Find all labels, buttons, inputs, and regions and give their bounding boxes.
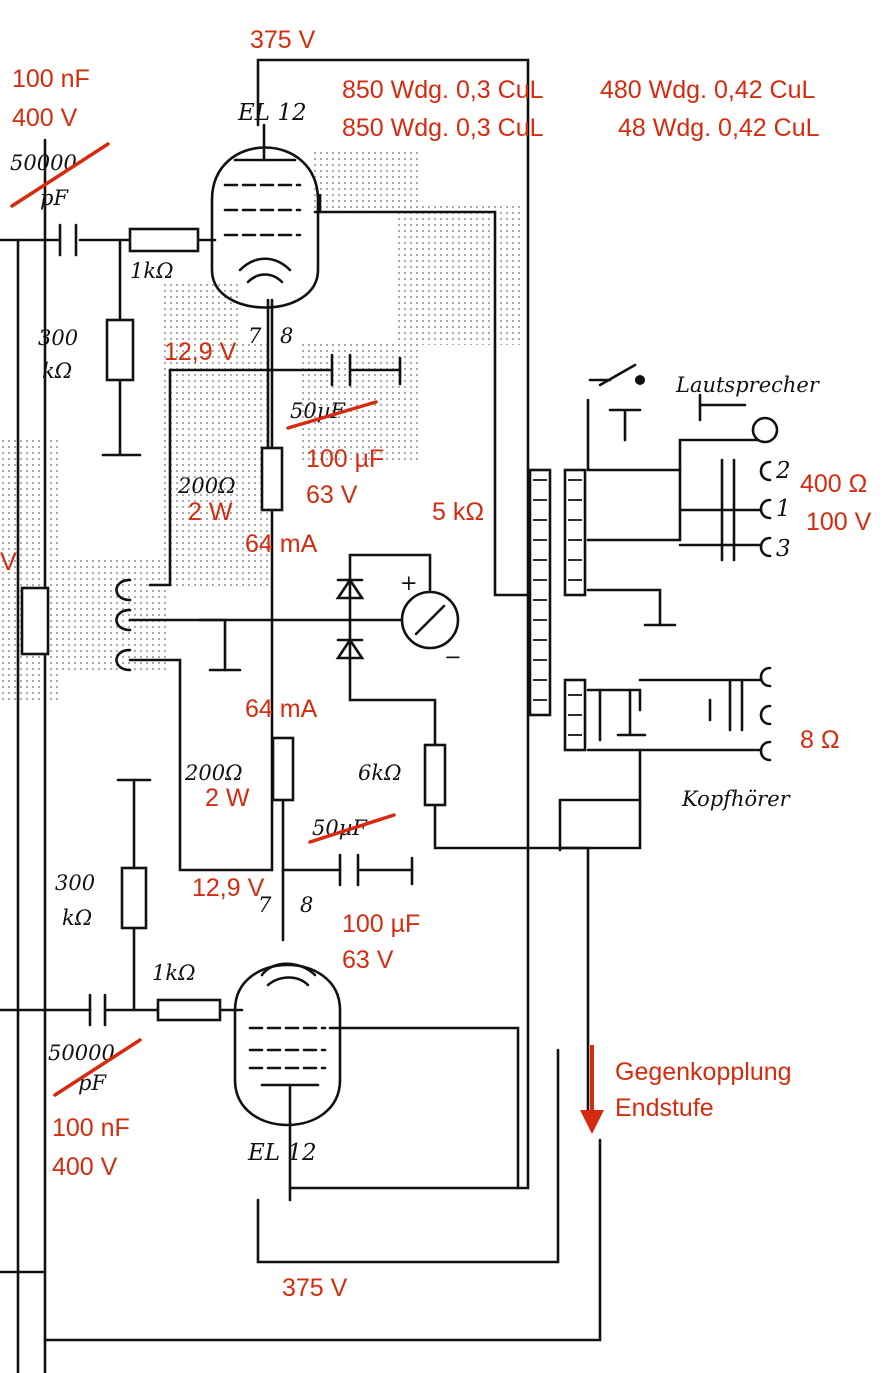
- annotation-cap-bottom-voltage: 400 V: [52, 1153, 118, 1181]
- cap-top-original-unit: pF: [40, 186, 69, 210]
- grid-resistor-bottom: [156, 998, 222, 1022]
- annotation-feedback-line-1: Gegenkopplung: [615, 1058, 792, 1086]
- annotation-elko-bottom-value: 100 µF: [342, 910, 420, 938]
- pin-8-bottom: 8: [300, 893, 313, 917]
- annotation-elko-top-value: 100 µF: [306, 445, 384, 473]
- svg-text:−: −: [444, 645, 462, 669]
- annotation-winding-3: 480 Wdg. 0,42 CuL: [600, 76, 816, 104]
- tube-el12-bottom: [233, 962, 342, 1202]
- tap-3-label: 3: [776, 536, 791, 562]
- leak-resistor-bottom: [120, 866, 148, 930]
- annotation-cathode-voltage-top: 12,9 V: [164, 338, 237, 366]
- pin-7-top: 7: [248, 324, 262, 348]
- cathode-resistor-bottom-label: 200Ω: [184, 761, 243, 785]
- cap-bottom-original-value: 50000: [48, 1041, 115, 1065]
- leak-bottom-label-b: kΩ: [62, 906, 92, 930]
- headphones-label: Kopfhörer: [681, 787, 792, 811]
- meter-icon: + −: [400, 571, 462, 669]
- annotation-impedance-primary: 5 kΩ: [432, 498, 484, 526]
- cathode-resistor-bottom: [271, 736, 295, 802]
- annotation-top-supply: 375 V: [250, 26, 316, 54]
- coupling-capacitor-bottom: [88, 993, 107, 1027]
- electrolytic-capacitor-top: [330, 353, 352, 387]
- speaker-taps: [720, 458, 772, 562]
- annotation-current-bottom: 64 mA: [245, 695, 318, 723]
- annotation-elko-bottom-voltage: 63 V: [342, 946, 394, 974]
- annotation-winding-1: 850 Wdg. 0,3 CuL: [342, 76, 544, 104]
- tube-top-label: EL 12: [237, 100, 307, 126]
- tap-2-label: 2: [775, 458, 791, 484]
- left-resistor: [20, 586, 50, 656]
- cathode-resistor-top-label: 200Ω: [177, 474, 236, 498]
- speaker-label: Lautsprecher: [675, 373, 821, 397]
- strike-cap-bottom: [53, 1038, 142, 1097]
- annotation-cap-top-voltage: 400 V: [12, 104, 78, 132]
- leak-top-label-b: kΩ: [42, 359, 72, 383]
- annotation-speaker-impedance: 400 Ω: [800, 470, 867, 498]
- meter-resistor-label: 6kΩ: [358, 761, 402, 785]
- annotation-res-top-power: 2 W: [188, 498, 233, 526]
- annotation-speaker-voltage: 100 V: [806, 508, 872, 536]
- input-transformer-winding: [115, 578, 132, 672]
- headphone-taps: [598, 666, 772, 762]
- annotation-cap-bottom-value: 100 nF: [52, 1114, 130, 1142]
- pin-8-top: 8: [280, 324, 293, 348]
- svg-text:+: +: [400, 571, 418, 595]
- cathode-resistor-top: [260, 446, 284, 512]
- output-transformer: [528, 468, 587, 752]
- grid-resistor-bottom-label: 1kΩ: [152, 961, 196, 985]
- annotation-winding-2: 850 Wdg. 0,3 CuL: [342, 114, 544, 142]
- strike-elko-bottom: [308, 813, 396, 844]
- annotation-headphone-impedance: 8 Ω: [800, 726, 840, 754]
- strike-cap-top: [10, 142, 110, 208]
- annotation-cap-top-value: 100 nF: [12, 65, 90, 93]
- annotation-feedback-line-2: Endstufe: [615, 1094, 714, 1122]
- pin-7-bottom: 7: [258, 893, 272, 917]
- strike-elko-top: [286, 400, 378, 430]
- tube-el12-top: [210, 123, 320, 309]
- halftone-shading: [0, 150, 520, 700]
- rectifier-diodes: [335, 577, 365, 660]
- tap-1-label: 1: [776, 496, 791, 522]
- annotation-res-bottom-power: 2 W: [205, 784, 250, 812]
- annotation-bottom-supply: 375 V: [282, 1274, 348, 1302]
- leak-top-label-a: 300: [38, 326, 78, 350]
- elko-bottom-original: 50µF: [312, 816, 368, 840]
- cap-bottom-original-unit: pF: [78, 1071, 107, 1095]
- annotation-elko-top-voltage: 63 V: [306, 481, 358, 509]
- annotation-cathode-voltage-bottom: 12,9 V: [192, 874, 265, 902]
- annotation-current-top: 64 mA: [245, 530, 318, 558]
- annotation-winding-4: 48 Wdg. 0,42 CuL: [618, 114, 820, 142]
- coupling-capacitor-top: [58, 223, 78, 257]
- speaker-icon: [598, 363, 779, 444]
- wiring: [0, 58, 762, 1373]
- leak-bottom-label-a: 300: [55, 871, 95, 895]
- meter-resistor: [423, 743, 447, 807]
- grid-resistor-top-label: 1kΩ: [130, 259, 174, 283]
- annotation-left-edge-fragment: V: [0, 548, 17, 576]
- tube-bottom-label: EL 12: [247, 1140, 317, 1166]
- grid-resistor-top: [128, 227, 200, 253]
- leak-resistor-top: [105, 318, 135, 382]
- electrolytic-capacitor-bottom: [338, 853, 360, 887]
